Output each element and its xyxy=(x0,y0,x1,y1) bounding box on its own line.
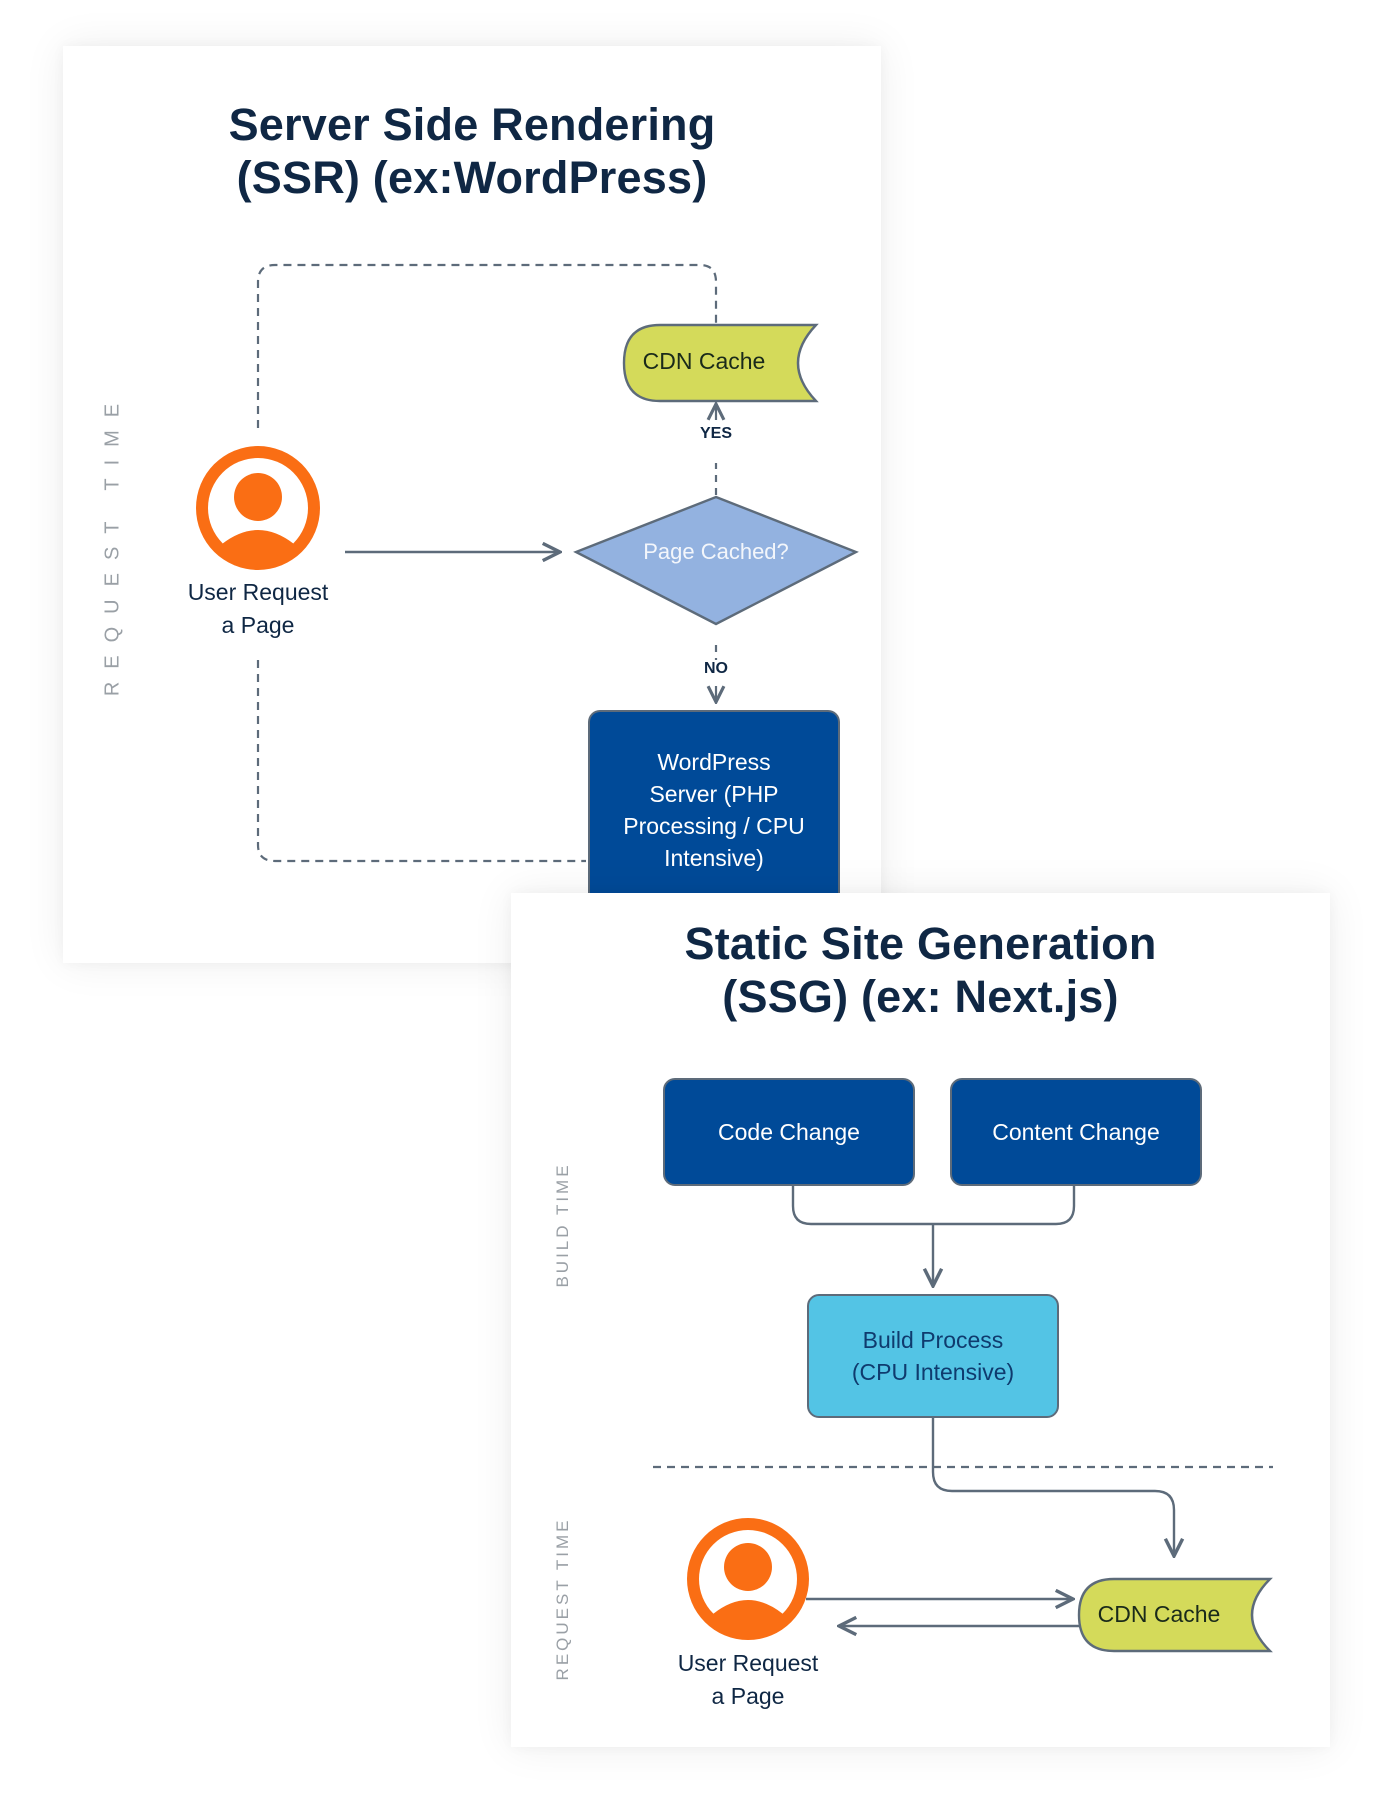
ssg-user-label-line2: a Page xyxy=(711,1683,785,1709)
build-process-box: Build Process (CPU Intensive) xyxy=(807,1294,1059,1418)
ssr-user-icon xyxy=(196,446,320,570)
code-change-box: Code Change xyxy=(663,1078,915,1186)
ssr-dashed-loop-top xyxy=(256,263,718,428)
ssr-title: Server Side Rendering (SSR) (ex:WordPres… xyxy=(63,98,881,204)
ssr-cdn-cache-label: CDN Cache xyxy=(642,348,766,374)
ssg-user-label-line1: User Request xyxy=(677,1650,819,1676)
ssg-user-label: User Request a Page xyxy=(638,1647,858,1713)
ssr-title-line1: Server Side Rendering xyxy=(228,99,716,150)
build-label-line2: (CPU Intensive) xyxy=(851,1359,1015,1385)
ssr-decision-diamond xyxy=(573,495,859,626)
ssr-decision-label: Page Cached? xyxy=(643,539,789,564)
wordpress-server-box: WordPress Server (PHP Processing / CPU I… xyxy=(588,710,840,910)
ssr-user-label-line1: User Request xyxy=(187,579,329,605)
ssr-no-label: NO xyxy=(704,660,728,677)
server-label-line2: Server (PHP xyxy=(649,781,779,807)
ssg-title: Static Site Generation (SSG) (ex: Next.j… xyxy=(511,917,1330,1023)
ssr-dashed-loop-bottom xyxy=(256,660,586,863)
server-label-line4: Intensive) xyxy=(664,845,764,871)
ssr-yes-label: YES xyxy=(699,425,732,442)
ssg-cdn-cache-shape xyxy=(1077,1577,1273,1653)
server-label-line3: Processing / CPU xyxy=(623,813,805,839)
ssg-title-line2: (SSG) (ex: Next.js) xyxy=(722,971,1119,1022)
server-label-line1: WordPress xyxy=(657,749,771,775)
ssg-user-icon xyxy=(687,1518,809,1640)
build-label-line1: Build Process xyxy=(862,1327,1004,1353)
code-change-label: Code Change xyxy=(718,1119,860,1145)
ssr-user-label-line2: a Page xyxy=(221,612,295,638)
content-change-box: Content Change xyxy=(950,1078,1202,1186)
ssr-title-line2: (SSR) (ex:WordPress) xyxy=(236,152,708,203)
ssg-cdn-cache-label: CDN Cache xyxy=(1097,1601,1221,1627)
ssr-cdn-cache-shape xyxy=(622,323,819,403)
content-change-label: Content Change xyxy=(992,1119,1160,1145)
ssr-user-label: User Request a Page xyxy=(148,576,368,642)
ssg-deploy-arrow xyxy=(931,1418,1174,1556)
ssg-title-line1: Static Site Generation xyxy=(684,918,1157,969)
ssg-merge-connector xyxy=(791,1186,1076,1226)
